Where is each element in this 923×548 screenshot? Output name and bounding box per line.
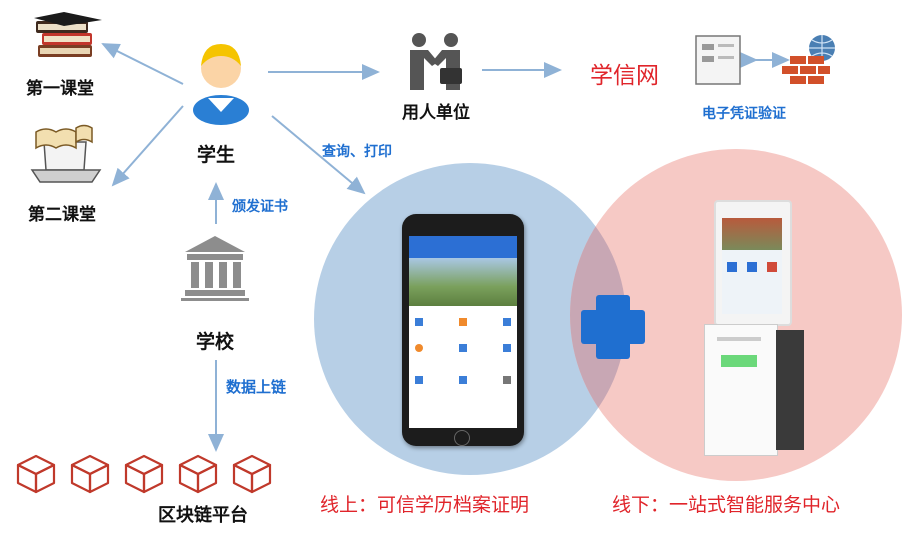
arrow-student-to-first-classroom (101, 43, 184, 85)
blockchain-label: 区块链平台 (158, 505, 248, 526)
blockchain-cube-icon (178, 454, 218, 494)
blockchain-cube-icon (16, 454, 56, 494)
xuexin-label: 学信网 (590, 63, 659, 89)
phone-home-button (454, 430, 470, 446)
kiosk-screen-frame (714, 200, 792, 326)
offline-caption: 线下：一站式智能服务中心 (612, 494, 841, 516)
phone-screen (409, 236, 517, 428)
kiosk-body (704, 324, 778, 456)
phone-device (402, 214, 524, 446)
data-onchain-label: 数据上链 (226, 378, 287, 396)
student-label: 学生 (197, 144, 236, 166)
school-building-icon (181, 236, 249, 301)
blockchain-cube-icon (232, 454, 272, 494)
arrow-student-to-online (271, 115, 366, 195)
kiosk-device (700, 200, 804, 456)
kiosk-side-panel (776, 330, 804, 450)
employer-label: 用人单位 (402, 103, 470, 123)
kiosk-screen (722, 218, 782, 314)
blockchain-cube-icon (124, 454, 164, 494)
e-cert-label: 电子凭证验证 (702, 106, 786, 122)
student-avatar-icon (193, 44, 249, 125)
first-classroom-label: 第一课堂 (26, 79, 94, 99)
online-caption: 线上：可信学历档案证明 (320, 494, 530, 516)
issue-cert-label: 颁发证书 (232, 199, 288, 215)
blockchain-cubes (16, 454, 272, 494)
books-icon (34, 12, 102, 57)
query-print-label: 查询、打印 (322, 144, 392, 160)
phone-banner (409, 258, 517, 306)
server-firewall-icon (695, 35, 835, 85)
arrow-student-to-second-classroom (111, 105, 184, 187)
laptop-books-icon (30, 124, 102, 183)
phone-app-grid (415, 318, 511, 384)
plus-icon (581, 295, 645, 359)
blockchain-cube-icon (70, 454, 110, 494)
second-classroom-label: 第二课堂 (28, 205, 96, 225)
handshake-icon (410, 33, 462, 90)
phone-header (409, 236, 517, 258)
school-label: 学校 (196, 331, 235, 353)
